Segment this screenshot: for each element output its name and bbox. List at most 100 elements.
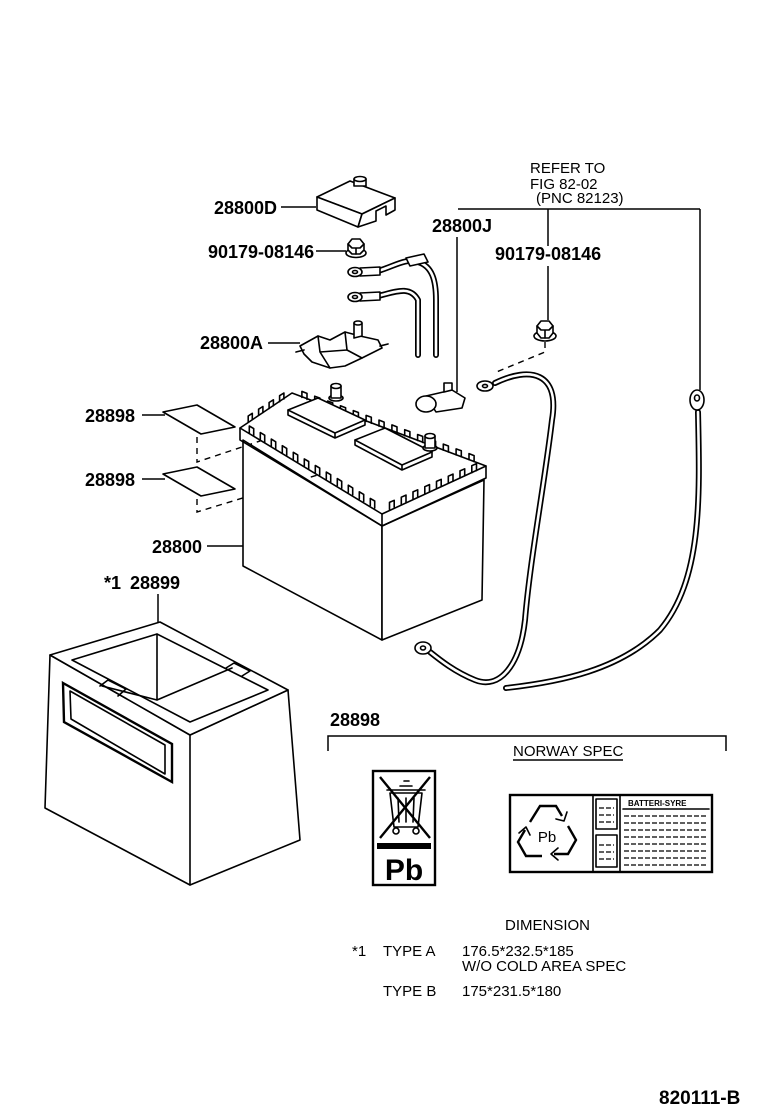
recycle-arrow-top <box>528 804 564 823</box>
recycle-icon: Pb <box>516 804 578 861</box>
battery-vent-panel-1-edge <box>287 409 366 439</box>
nut-left <box>345 238 367 259</box>
label-terminal-a: 28800A <box>200 333 263 353</box>
sticker-upper <box>162 404 236 435</box>
battery-rim-ridges-side <box>388 462 478 511</box>
bin-wheel-right <box>412 827 420 835</box>
recycle-arrowhead-left <box>518 826 531 836</box>
recycle-symbol-text: Pb <box>538 829 556 846</box>
battery-rim-ridges-left <box>247 392 285 423</box>
negative-terminal <box>415 382 466 413</box>
neg-terminal-post <box>443 382 453 393</box>
wire-2-core <box>376 289 420 357</box>
cable-a-eyelet-bottom-hole <box>419 645 427 651</box>
tray-handle-window <box>61 680 174 785</box>
cover-side <box>357 197 396 228</box>
refer-line-1: REFER TO <box>530 160 605 177</box>
cable-b-eyelet-hole <box>693 394 701 402</box>
wire-2-eyelet <box>347 291 363 303</box>
norway-spec-part-number: 28898 <box>330 710 380 730</box>
sticker-fine-print <box>624 815 708 866</box>
tray-rim-tabs <box>99 662 251 697</box>
tray-inner-walls <box>101 633 233 701</box>
dimension-row-2-type: TYPE B <box>383 983 436 1000</box>
dimension-row-1-marker: *1 <box>352 943 366 960</box>
bin-icon <box>389 792 423 828</box>
sticker-lower <box>162 466 236 497</box>
label-nut-right: 90179-08146 <box>495 244 601 264</box>
clamp-bolt-tip <box>353 320 363 326</box>
norway-spec-section: 28898 NORWAY SPEC Pb <box>327 710 727 887</box>
recycle-sticker-frame <box>508 793 714 874</box>
warning-stickers <box>162 404 236 497</box>
nut-left-hex <box>347 238 365 255</box>
wire-1-outline <box>375 258 439 358</box>
label-tray: 28899 <box>130 573 180 593</box>
wire-2-eyelet-hole <box>351 294 359 300</box>
label-tray-marker: *1 <box>104 573 121 593</box>
cable-a-eyelet-bottom <box>414 641 432 655</box>
battery-lid-lip <box>239 427 487 527</box>
refer-line-2: FIG 82-02 <box>530 176 598 193</box>
nut-right <box>533 320 557 342</box>
recycle-arrowhead-top <box>555 811 568 822</box>
cable-a-eyelet-top <box>476 380 494 392</box>
dimension-row-1-note: W/O COLD AREA SPEC <box>462 958 626 975</box>
battery <box>239 382 487 641</box>
refer-line-3: (PNC 82123) <box>536 190 624 207</box>
recycle-sticker-heading: BATTERI-SYRE <box>628 799 687 808</box>
label-sticker-upper: 28898 <box>85 406 135 426</box>
dimension-row-1-size: 176.5*232.5*185 <box>462 943 574 960</box>
recycle-arrow-right <box>554 825 578 856</box>
dimension-table: DIMENSION *1 TYPE A 176.5*232.5*185 W/O … <box>352 917 626 1000</box>
nut-left-edges <box>347 243 365 255</box>
recycle-sticker: Pb BATTERI-SYRE <box>508 793 714 874</box>
battery-terminal-cover <box>316 175 396 228</box>
bin-wheel-left <box>392 827 400 835</box>
cable-b-eyelet <box>689 389 705 411</box>
recycle-sticker-box-lower <box>595 834 618 868</box>
recycle-arrow-left <box>516 829 542 858</box>
recycle-sticker-box-lines <box>599 807 614 860</box>
wire-2-lug <box>359 291 381 302</box>
positive-terminal-clamp <box>295 320 389 369</box>
ground-cables <box>414 371 705 691</box>
recycle-sticker-dividers <box>592 794 621 873</box>
dash-nut-right <box>493 342 546 374</box>
recycle-arrowhead-right <box>550 847 559 861</box>
label-terminal-j: 28800J <box>432 216 492 236</box>
dimension-row-1-type: TYPE A <box>383 943 436 960</box>
terminal-wires <box>347 253 439 358</box>
nut-right-edges <box>536 325 554 339</box>
wire-1-eyelet <box>347 266 363 278</box>
label-cover: 28800D <box>214 198 277 218</box>
tray-inner-rim <box>71 633 269 723</box>
wire-1-lug <box>359 266 381 277</box>
disposal-sticker-text: Pb <box>385 854 423 887</box>
cable-b-core <box>504 410 701 690</box>
disposal-sticker-frame <box>371 769 437 887</box>
dimension-heading: DIMENSION <box>505 917 590 934</box>
battery-post-negative-top <box>424 432 436 440</box>
battery-tray <box>44 621 301 886</box>
cable-a-core <box>428 373 555 684</box>
wire-1-core <box>376 259 438 357</box>
label-sticker-lower: 28898 <box>85 470 135 490</box>
clamp-edges <box>317 331 363 369</box>
tray-handle-window-inner <box>69 690 166 775</box>
cover-knob-top <box>353 175 367 183</box>
battery-rim-ridges-front <box>248 425 376 509</box>
norway-spec-title: NORWAY SPEC <box>513 743 623 760</box>
norway-spec-bracket <box>327 735 727 751</box>
dimension-row-2-size: 175*231.5*180 <box>462 983 561 1000</box>
figure-id: 820111-B <box>659 1088 740 1109</box>
dash-sticker-upper <box>196 426 303 463</box>
refer-callout: REFER TO FIG 82-02 (PNC 82123) <box>458 160 701 390</box>
label-battery: 28800 <box>152 537 202 557</box>
neg-terminal-ring <box>415 395 437 413</box>
wire-clip <box>405 253 429 267</box>
wire-1-eyelet-hole <box>351 269 359 275</box>
clamp-tabs <box>295 343 389 353</box>
recycle-sticker-box-upper <box>595 798 618 830</box>
cross-out-icon <box>379 776 431 839</box>
